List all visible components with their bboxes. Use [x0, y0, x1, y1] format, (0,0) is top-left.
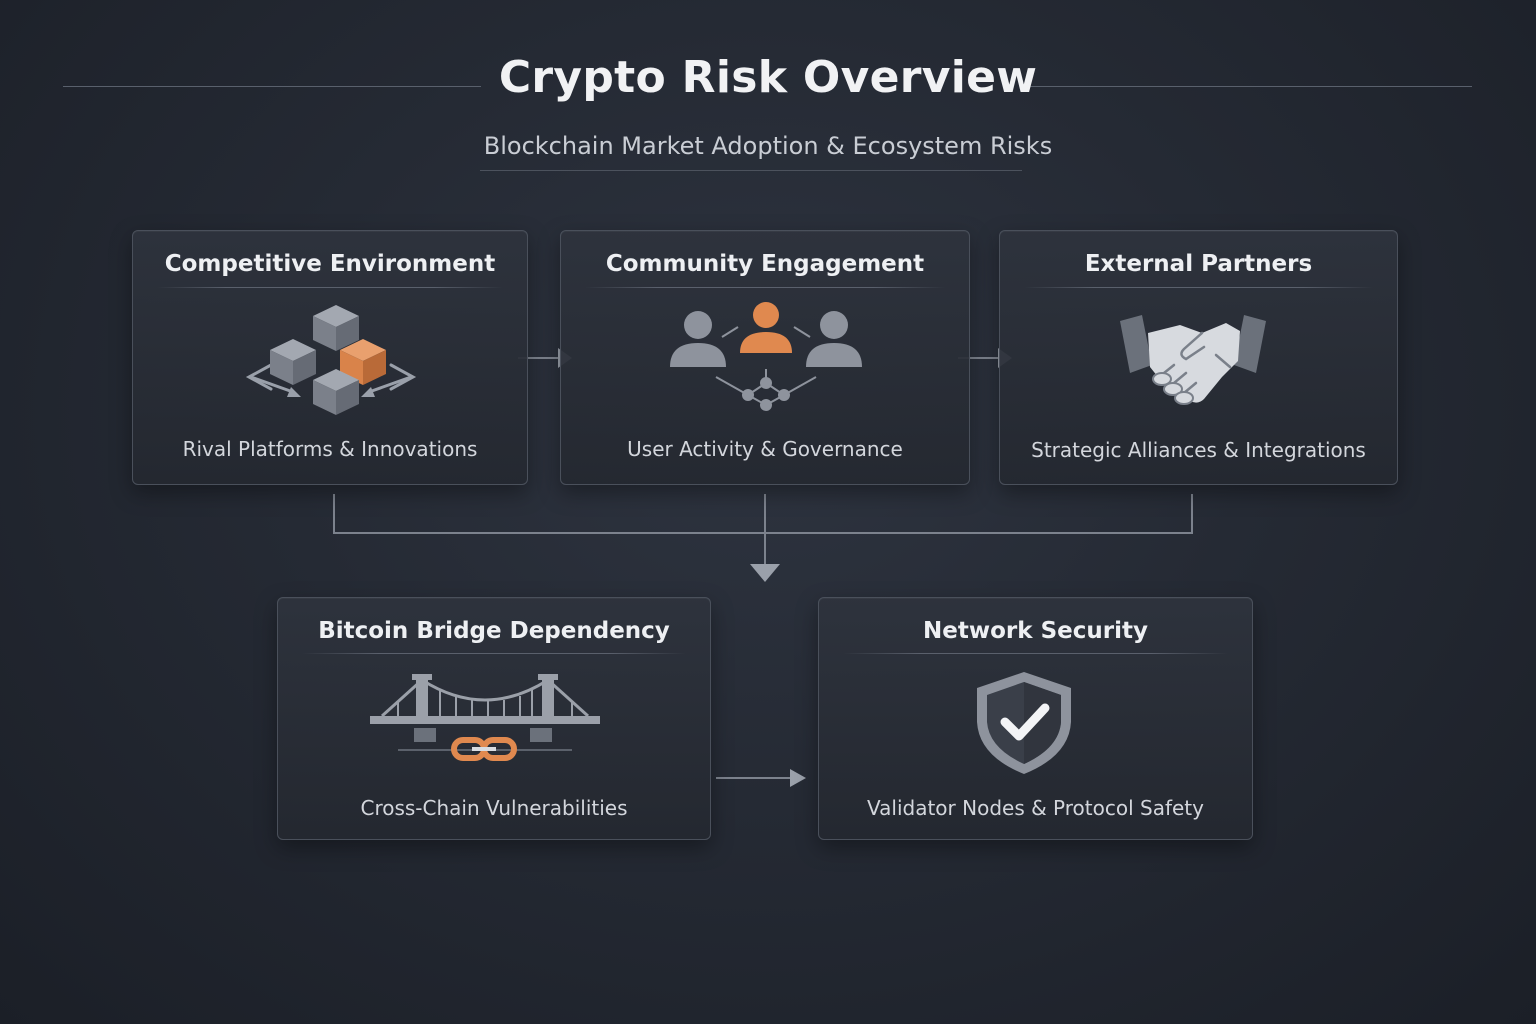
merge-bracket: [333, 494, 1193, 534]
card-title: External Partners: [1084, 251, 1313, 277]
title-rule-left: [63, 86, 481, 87]
page-title: Crypto Risk Overview: [498, 52, 1038, 103]
card-caption: Cross-Chain Vulnerabilities: [360, 796, 628, 820]
cubes-icon: [245, 305, 417, 415]
card-caption: User Activity & Governance: [627, 437, 903, 461]
card-divider: [302, 653, 686, 654]
card-caption: Rival Platforms & Innovations: [182, 437, 478, 461]
card-divider: [843, 653, 1228, 654]
card-community-engagement: Community Engagement User Activity & Gov…: [560, 230, 970, 485]
page-subtitle: Blockchain Market Adoption & Ecosystem R…: [483, 132, 1053, 160]
title-rule-right: [1020, 86, 1472, 87]
card-title: Community Engagement: [605, 251, 925, 277]
shield-check-icon: [977, 672, 1071, 774]
card-caption: Strategic Alliances & Integrations: [1031, 438, 1366, 462]
bridge-chain-icon: [370, 674, 600, 761]
card-caption: Validator Nodes & Protocol Safety: [867, 796, 1204, 820]
card-network-security: Network Security Validator Nodes & Proto…: [818, 597, 1253, 840]
subtitle-rule: [480, 170, 1022, 171]
card-divider: [157, 287, 503, 288]
card-divider: [1024, 287, 1373, 288]
card-competitive-environment: Competitive Environment Rival Platforms …: [132, 230, 528, 485]
users-network-icon: [670, 302, 862, 411]
card-divider: [585, 287, 945, 288]
card-title: Network Security: [923, 618, 1148, 644]
card-title: Bitcoin Bridge Dependency: [318, 618, 670, 644]
card-bitcoin-bridge-dependency: Bitcoin Bridge Dependency: [277, 597, 711, 840]
card-external-partners: External Partners Strategic Alliances & …: [999, 230, 1398, 485]
card-title: Competitive Environment: [164, 251, 496, 277]
handshake-icon: [1120, 315, 1266, 405]
